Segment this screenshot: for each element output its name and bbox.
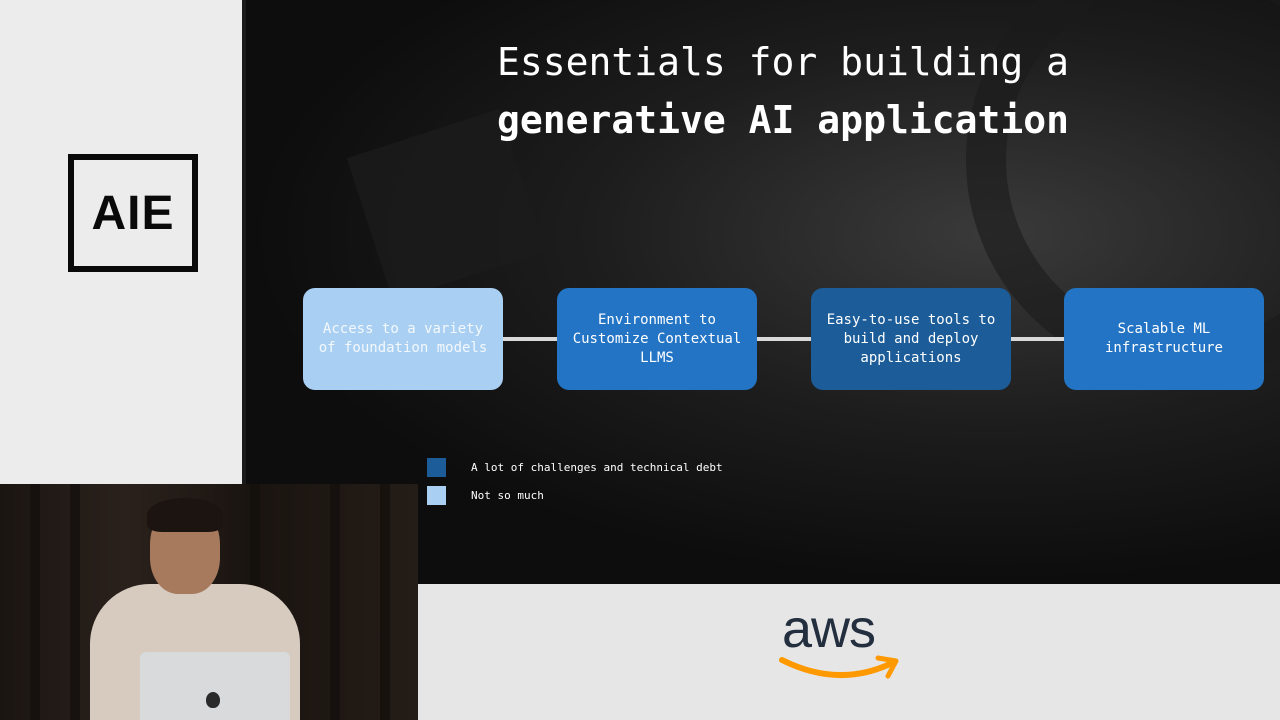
aie-logo: AIE [68,154,198,272]
curtain-fold [330,484,340,720]
essential-box-label: Access to a variety of foundation models [318,321,488,356]
apple-logo-icon [206,692,220,708]
legend-swatch-not-much [427,486,446,505]
essential-box-ml-infrastructure: Scalable ML infrastructure [1064,288,1264,390]
curtain-fold [30,484,40,720]
essential-box-customize-llms: Environment to Customize Contextual LLMS [557,288,757,390]
essential-box-label: Environment to Customize Contextual LLMS [572,311,742,366]
curtain-fold [70,484,80,720]
curtain-fold [380,484,390,720]
logo-panel: AIE [0,0,242,484]
aws-smile-icon [779,655,899,679]
legend-label-not-much: Not so much [471,489,544,502]
slide-title-line1: Essentials for building a [497,40,1069,84]
aie-logo-text: AIE [91,186,175,240]
essential-box-foundation-models: Access to a variety of foundation models [303,288,503,390]
slide-title-line2: generative AI application [497,98,1069,142]
essential-box-tools: Easy-to-use tools to build and deploy ap… [811,288,1011,390]
legend-swatch-challenges [427,458,446,477]
panel-divider [242,0,246,484]
speaker-video [0,484,418,720]
legend-label-challenges: A lot of challenges and technical debt [471,461,723,474]
speaker-hair [147,498,223,532]
essential-box-label: Scalable ML infrastructure [1104,321,1223,356]
sponsor-panel: aws [418,584,1280,720]
presentation-slide: Essentials for building a generative AI … [246,0,1280,584]
laptop [140,652,290,720]
essential-box-label: Easy-to-use tools to build and deploy ap… [826,311,996,366]
aws-logo-text: aws [782,599,876,659]
